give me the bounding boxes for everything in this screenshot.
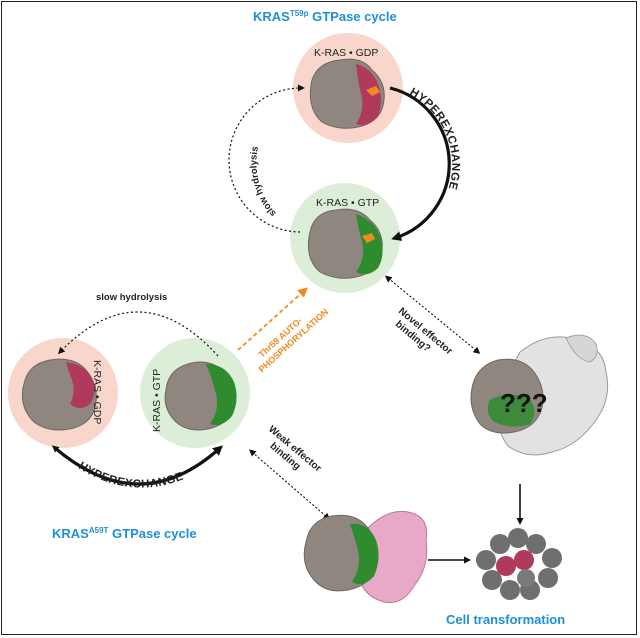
left-gtp-label: K-RAS • GTP bbox=[151, 369, 163, 432]
left-gtp-state: K-RAS • GTP bbox=[140, 338, 250, 448]
autophosphorylation-arrow bbox=[237, 287, 308, 351]
left-cycle-title: KRASA59T GTPase cycle bbox=[52, 526, 197, 541]
thr59-phospho-site bbox=[362, 233, 375, 243]
thr59-phospho-site bbox=[366, 86, 380, 96]
top-gdp-label: K-RAS • GDP bbox=[314, 47, 378, 59]
effector-protein-lobe bbox=[565, 334, 598, 363]
cell bbox=[508, 528, 528, 548]
hyperexchange-arrow-left bbox=[51, 445, 223, 486]
left-gdp-label: K-RAS • GDP bbox=[91, 360, 103, 424]
weak-effector-arrow bbox=[248, 449, 331, 520]
cell bbox=[476, 550, 496, 570]
switch-region-green bbox=[356, 214, 383, 275]
novel-effector-complex: ??? bbox=[470, 334, 609, 456]
slow-hydrolysis-arrow-left bbox=[57, 311, 219, 357]
unknown-effector-marks: ??? bbox=[500, 388, 548, 418]
autophosphorylation-label: Thr59 AUTO- PHOSPHORYLATION bbox=[257, 307, 331, 375]
top-gtp-label: K-RAS • GTP bbox=[316, 197, 379, 209]
cell bbox=[500, 580, 520, 600]
weak-effector-label: Weak effector binding bbox=[266, 424, 323, 475]
transformed-cell-cluster bbox=[476, 528, 562, 600]
top-gdp-state: K-RAS • GDP bbox=[293, 33, 403, 143]
hyperexchange-arrow-top bbox=[389, 86, 451, 241]
cell bbox=[542, 548, 562, 568]
left-slow-hydrolysis-label: slow hydrolysis bbox=[96, 292, 167, 303]
cell bbox=[526, 534, 546, 554]
transformed-cell bbox=[496, 556, 516, 576]
slow-hydrolysis-arrow-top bbox=[228, 84, 305, 233]
switch-region-green bbox=[350, 523, 379, 584]
top-cycle-title: KRAST59p GTPase cycle bbox=[253, 9, 397, 24]
novel-effector-arrow bbox=[384, 275, 481, 354]
cell-transformation-label: Cell transformation bbox=[446, 612, 565, 627]
cell bbox=[482, 570, 502, 590]
top-gtp-state: K-RAS • GTP bbox=[290, 183, 400, 293]
switch-region-red bbox=[356, 64, 381, 125]
autophos-line2: PHOSPHORYLATION bbox=[257, 307, 331, 375]
novel-effector-label: Novel effector binding? bbox=[393, 306, 454, 357]
top-slow-hydrolysis-label: slow hydrolysis bbox=[248, 146, 278, 219]
left-gdp-state: K-RAS • GDP bbox=[8, 338, 118, 448]
weak-effector-complex bbox=[303, 510, 428, 604]
top-hyperexchange-label: HYPEREXCHANGE bbox=[408, 86, 462, 191]
transformed-cell bbox=[514, 550, 534, 570]
switch-region-green bbox=[206, 364, 237, 425]
switch-region-red bbox=[66, 362, 95, 408]
cell bbox=[517, 569, 535, 587]
switch-region-green bbox=[487, 394, 535, 427]
left-hyperexchange-label: HYPEREXCHANGE bbox=[76, 460, 185, 490]
cell bbox=[490, 534, 510, 554]
cell bbox=[538, 568, 558, 588]
